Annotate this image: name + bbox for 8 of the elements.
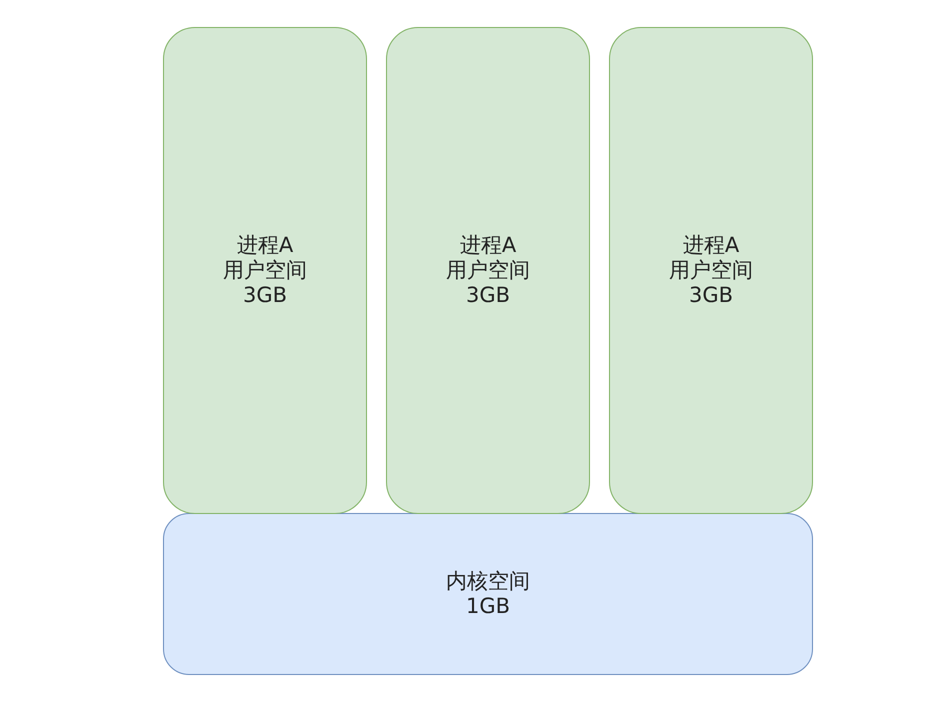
block-label: 进程A 用户空间 3GB xyxy=(669,233,753,308)
user-space-block xyxy=(163,27,367,514)
user-space-block xyxy=(609,27,813,514)
block-label: 内核空间 1GB xyxy=(446,569,530,619)
user-space-block xyxy=(386,27,590,514)
block-label: 进程A 用户空间 3GB xyxy=(223,233,307,308)
kernel-space-block xyxy=(163,513,813,675)
block-label: 进程A 用户空间 3GB xyxy=(446,233,530,308)
